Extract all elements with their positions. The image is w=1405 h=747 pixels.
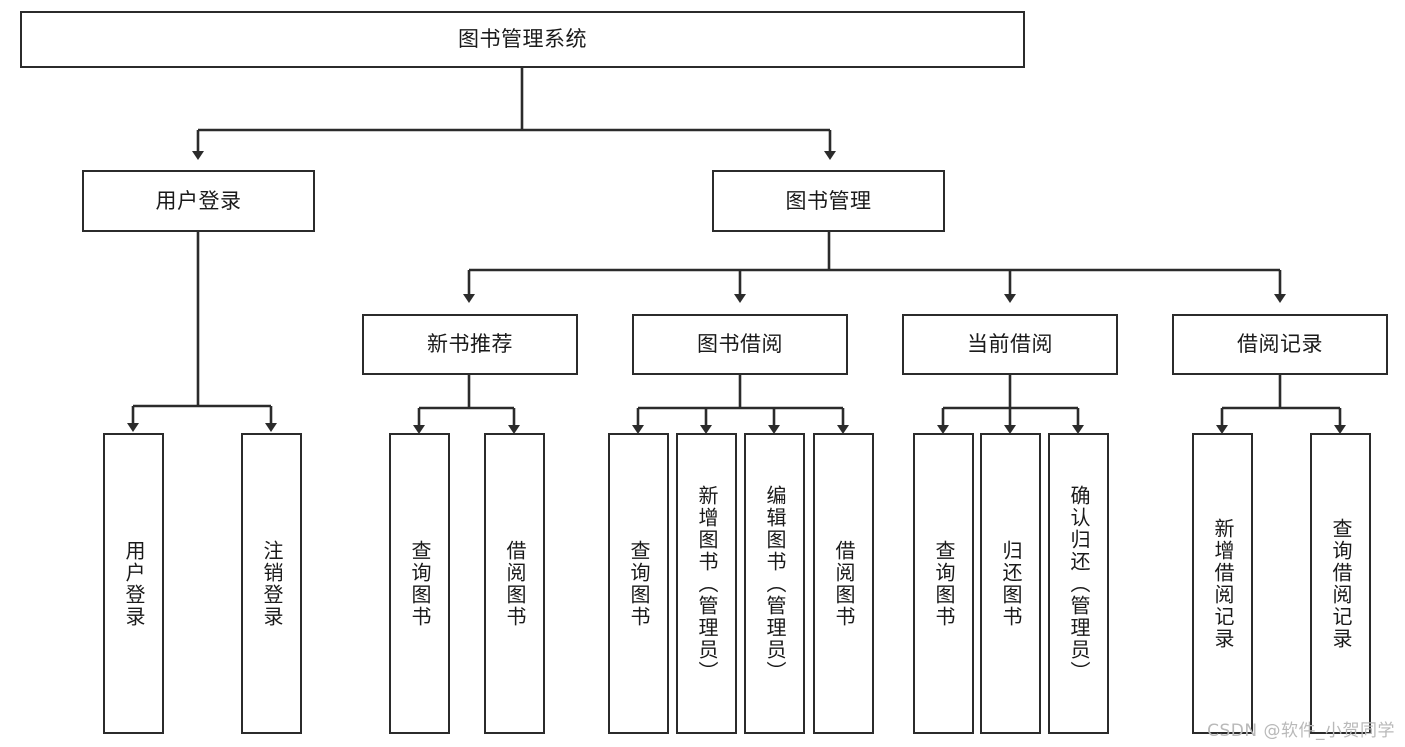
leaf-borrow-record-add[interactable]: 新增借阅记录 — [1192, 433, 1253, 734]
node-label: 新增借阅记录 — [1211, 517, 1235, 650]
node-label: 图书管理 — [785, 188, 872, 213]
node-label: 编辑图书（管理员） — [763, 484, 787, 683]
node-label: 借阅记录 — [1237, 332, 1323, 357]
leaf-book-borrow-add[interactable]: 新增图书（管理员） — [676, 433, 737, 734]
leaf-current-borrow-confirm-return[interactable]: 确认归还（管理员） — [1048, 433, 1109, 734]
node-label: 查询图书 — [627, 539, 651, 628]
node-label: 借阅图书 — [503, 539, 527, 628]
leaf-borrow-record-query[interactable]: 查询借阅记录 — [1310, 433, 1371, 734]
node-label: 用户登录 — [122, 539, 146, 628]
node-root-book-management-system[interactable]: 图书管理系统 — [20, 11, 1025, 68]
leaf-user-login-signin[interactable]: 用户登录 — [103, 433, 164, 734]
node-book-borrow[interactable]: 图书借阅 — [632, 314, 848, 375]
leaf-book-borrow-edit[interactable]: 编辑图书（管理员） — [744, 433, 805, 734]
leaf-book-borrow-query[interactable]: 查询图书 — [608, 433, 669, 734]
leaf-current-borrow-query[interactable]: 查询图书 — [913, 433, 974, 734]
leaf-user-login-signout[interactable]: 注销登录 — [241, 433, 302, 734]
node-label: 查询借阅记录 — [1329, 517, 1353, 650]
node-user-login[interactable]: 用户登录 — [82, 170, 315, 232]
node-label: 当前借阅 — [967, 332, 1053, 357]
node-label: 查询图书 — [932, 539, 956, 628]
node-label: 新书推荐 — [427, 332, 513, 357]
node-book-management[interactable]: 图书管理 — [712, 170, 945, 232]
node-label: 查询图书 — [408, 539, 432, 628]
node-label: 新增图书（管理员） — [695, 484, 719, 683]
node-label: 图书管理系统 — [458, 27, 587, 52]
node-label: 用户登录 — [155, 188, 242, 213]
node-current-borrow[interactable]: 当前借阅 — [902, 314, 1118, 375]
node-new-book-recommend[interactable]: 新书推荐 — [362, 314, 578, 375]
node-label: 注销登录 — [260, 539, 284, 628]
leaf-new-book-borrow[interactable]: 借阅图书 — [484, 433, 545, 734]
leaf-current-borrow-return[interactable]: 归还图书 — [980, 433, 1041, 734]
node-label: 借阅图书 — [832, 539, 856, 628]
node-label: 归还图书 — [999, 539, 1023, 628]
leaf-book-borrow-borrow[interactable]: 借阅图书 — [813, 433, 874, 734]
leaf-new-book-query[interactable]: 查询图书 — [389, 433, 450, 734]
watermark: CSDN @软件_小贺同学 — [1207, 721, 1395, 741]
node-borrow-record[interactable]: 借阅记录 — [1172, 314, 1388, 375]
node-label: 确认归还（管理员） — [1067, 484, 1091, 683]
node-label: 图书借阅 — [697, 332, 783, 357]
